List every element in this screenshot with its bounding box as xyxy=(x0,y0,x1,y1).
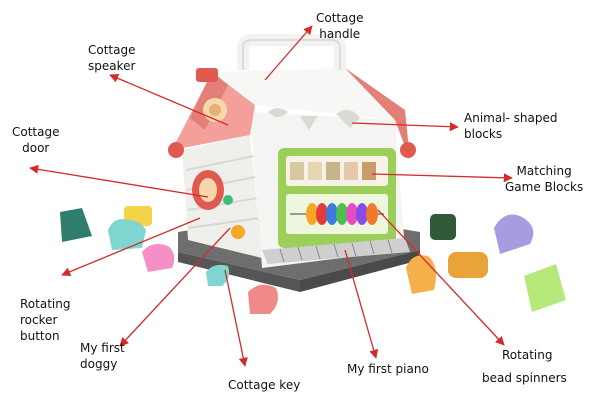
label-cottage-speaker: Cottage speaker xyxy=(88,43,136,73)
label-cottage-key: Cottage key xyxy=(228,378,301,392)
label-rocker-button: Rotating rocker button xyxy=(20,297,71,343)
block-teal-animal xyxy=(108,219,146,250)
block-dark-green xyxy=(430,214,456,240)
cottage-key-block xyxy=(206,264,230,286)
arrow-doggy xyxy=(119,227,231,347)
arrow-handle xyxy=(264,25,313,81)
block-salmon xyxy=(248,284,278,314)
label-first-doggy: My first doggy xyxy=(80,341,125,371)
bead-spinners xyxy=(306,203,378,225)
arrow-speaker xyxy=(109,74,229,126)
annotation-arrows xyxy=(29,25,513,367)
arrow-key xyxy=(224,269,248,367)
cottage-handle xyxy=(237,34,346,70)
arrow-bead-spinners xyxy=(377,209,505,346)
block-lime-pentagon xyxy=(524,264,566,312)
label-bead-spinners-line2: bead spinners xyxy=(482,371,567,385)
label-first-piano: My first piano xyxy=(347,362,429,376)
doggy-figure xyxy=(231,225,245,239)
block-orange-bear xyxy=(406,255,436,294)
arrow-piano xyxy=(344,249,379,359)
chimney xyxy=(196,68,218,82)
label-matching-blocks: Matching Game Blocks xyxy=(505,164,584,194)
block-purple-dog xyxy=(494,214,534,254)
arrow-matching-blocks xyxy=(371,173,513,183)
label-bead-spinners-line1: Rotating xyxy=(502,348,553,362)
label-animal-blocks: Animal- shaped blocks xyxy=(464,111,558,141)
piano-keys xyxy=(262,238,410,264)
label-cottage-handle: Cottage handle xyxy=(316,11,364,41)
arrow-rocker xyxy=(61,217,201,277)
rocker-button xyxy=(223,195,233,205)
arrow-door xyxy=(29,164,209,198)
block-orange-cylinder xyxy=(448,252,488,278)
cottage-roof xyxy=(168,68,416,160)
block-green-triangle xyxy=(60,208,92,242)
arrow-animal-blocks xyxy=(351,122,459,132)
label-cottage-door: Cottage door xyxy=(12,125,60,155)
block-pink xyxy=(142,244,175,272)
